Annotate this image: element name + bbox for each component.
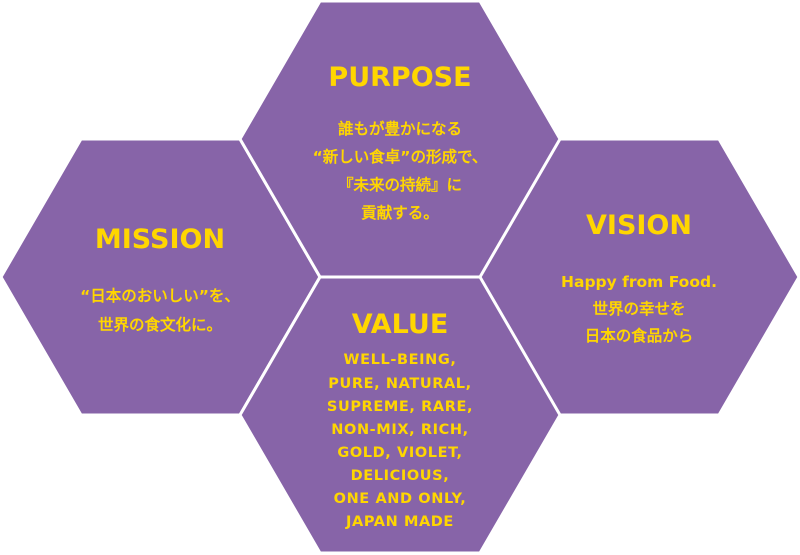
- value-line-5: GOLD, VIOLET,: [337, 445, 462, 461]
- mission-line-2: 世界の食文化に。: [98, 315, 222, 334]
- mission-title: MISSION: [95, 224, 225, 255]
- purpose-line-3: 『未来の持続』に: [338, 175, 462, 194]
- hexagon-value: VALUE WELL-BEING, PURE, NATURAL, SUPREME…: [238, 275, 562, 555]
- value-line-6: DELICIOUS,: [351, 468, 450, 484]
- hexagon-vision: VISION Happy from Food. 世界の幸せを 日本の食品から: [477, 137, 800, 417]
- value-line-7: ONE AND ONLY,: [334, 491, 467, 507]
- vision-line-2: 世界の幸せを: [592, 300, 685, 318]
- hexagon-value-shape: [238, 275, 562, 555]
- mission-line-1: “日本のおいしい”を、: [80, 286, 240, 305]
- vision-title: VISION: [586, 210, 692, 241]
- value-line-8: JAPAN MADE: [345, 514, 454, 530]
- value-line-4: NON-MIX, RICH,: [331, 422, 468, 438]
- value-line-3: SUPREME, RARE,: [327, 399, 473, 415]
- value-title: VALUE: [352, 309, 449, 340]
- purpose-line-2: “新しい食卓”の形成で、: [313, 147, 488, 166]
- value-line-2: PURE, NATURAL,: [328, 376, 471, 392]
- vision-line-3: 日本の食品から: [585, 326, 694, 345]
- vision-line-1: Happy from Food.: [561, 273, 717, 291]
- value-line-1: WELL-BEING,: [344, 352, 457, 368]
- purpose-line-1: 誰もが豊かになる: [338, 119, 462, 138]
- purpose-line-4: 貢献する。: [361, 203, 439, 222]
- purpose-title: PURPOSE: [328, 62, 471, 93]
